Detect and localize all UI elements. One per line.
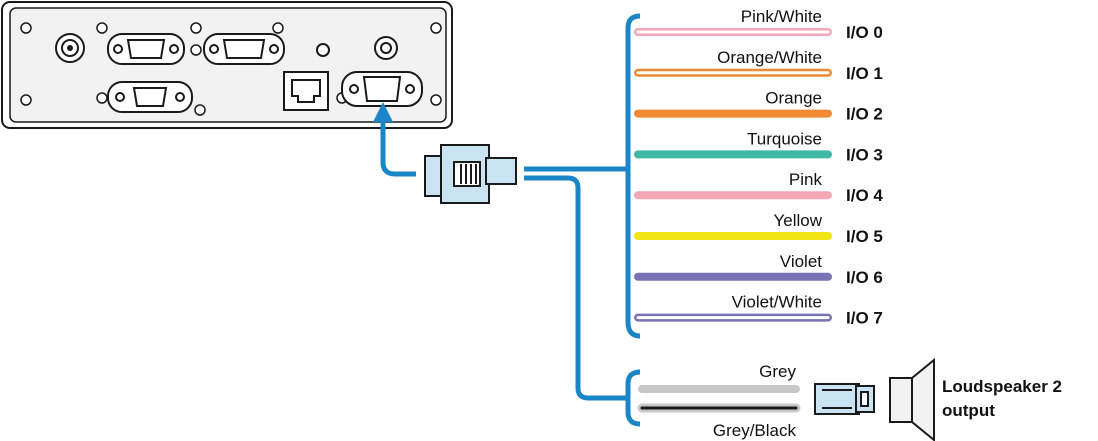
- io-label: I/O 3: [846, 145, 883, 164]
- wire-color-label: Turquoise: [747, 129, 822, 148]
- io-label: I/O 7: [846, 309, 883, 328]
- io-dsub-port: [341, 71, 423, 107]
- io-label: I/O 6: [846, 268, 883, 287]
- io-label: I/O 1: [846, 64, 883, 83]
- io-label: I/O 2: [846, 105, 883, 124]
- wire-color-label: Grey/Black: [713, 421, 797, 440]
- wire-color-label: Violet: [780, 252, 822, 271]
- io-label: I/O 5: [846, 227, 883, 246]
- dsub-port-2: [203, 33, 285, 65]
- bnc-connector: [55, 33, 85, 63]
- loudspeaker-icon: [889, 357, 935, 441]
- wire-color-label: Grey: [759, 362, 796, 381]
- sma-connector: [374, 36, 398, 60]
- loudspeaker-label-line2: output: [942, 401, 995, 420]
- wire-color-label: Pink/White: [741, 7, 822, 26]
- wire-color-label: Orange: [765, 89, 822, 108]
- ethernet-port: [283, 71, 329, 111]
- cable-to-port: [373, 102, 416, 177]
- speaker-brace: [625, 369, 641, 427]
- io-label: I/O 4: [846, 186, 883, 205]
- audio-jack: [316, 43, 330, 57]
- cable-speaker: [524, 175, 630, 401]
- io-brace: [625, 13, 641, 339]
- dsub-port-3: [107, 81, 193, 113]
- loudspeaker-label-line1: Loudspeaker 2: [942, 377, 1062, 396]
- wire-color-label: Pink: [789, 170, 823, 189]
- wire-color-label: Yellow: [773, 211, 822, 230]
- dsub-plug-connector: [424, 144, 517, 204]
- wire-color-label: Orange/White: [717, 48, 822, 67]
- dsub-port-1: [107, 33, 185, 65]
- device-rear-panel: [1, 1, 453, 129]
- io-label: I/O 0: [846, 23, 883, 42]
- wire-color-label: Violet/White: [732, 293, 822, 312]
- speaker-plug: [814, 383, 875, 415]
